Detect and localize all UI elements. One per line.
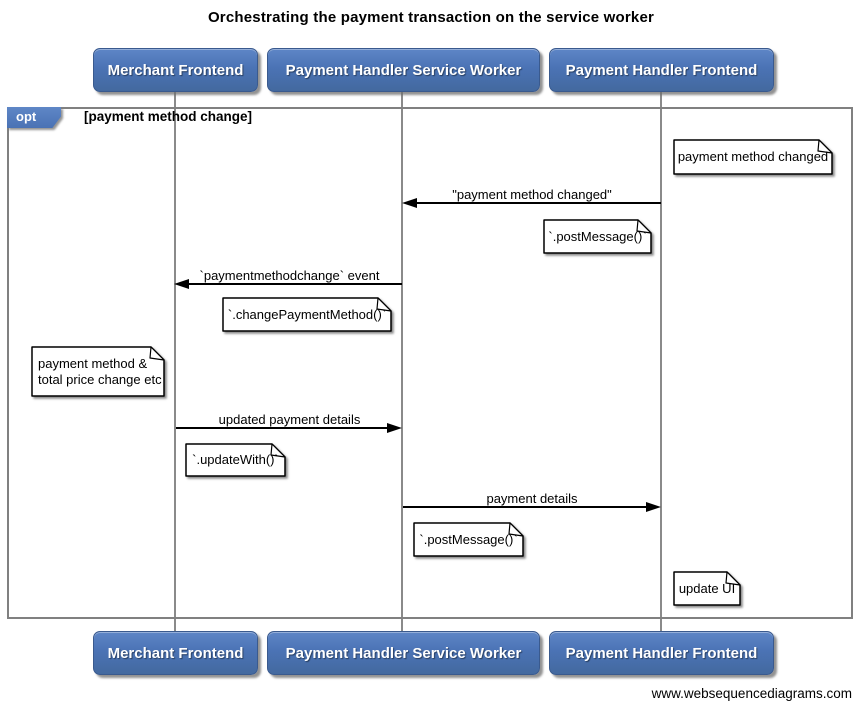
- actor-merchant-frontend-bottom: Merchant Frontend: [93, 631, 258, 675]
- note-post-message-2: `.postMessage()`: [413, 522, 524, 557]
- note-text-line1: payment method &: [38, 355, 148, 371]
- actor-payment-handler-service-worker-bottom: Payment Handler Service Worker: [267, 631, 540, 675]
- actor-label: Merchant Frontend: [107, 644, 244, 662]
- note-shape: [673, 571, 741, 606]
- message-label-payment-details: payment details: [486, 491, 578, 506]
- lifeline-payment-handler-service-worker: [401, 92, 403, 631]
- actor-label: Payment Handler Frontend: [565, 644, 758, 662]
- note-text: update UI: [678, 580, 736, 596]
- note-text: payment method changed: [677, 149, 829, 164]
- message-line-updated-payment-details: [176, 427, 388, 429]
- opt-frame-condition: [payment method change]: [84, 109, 253, 124]
- note-text: `.changePaymentMethod()`: [227, 306, 387, 322]
- actor-merchant-frontend-top: Merchant Frontend: [93, 48, 258, 92]
- opt-frame: [7, 107, 853, 619]
- note-shape: [31, 346, 165, 397]
- note-text: `.updateWith()`: [192, 452, 279, 467]
- arrowhead-right-icon: [387, 423, 402, 433]
- note-payment-method-changed: payment method changed: [673, 139, 833, 175]
- message-line-paymentmethodchange-event: [188, 283, 402, 285]
- lifeline-merchant-frontend: [174, 92, 176, 631]
- note-shape: [222, 297, 392, 332]
- message-label-updated-payment-details: updated payment details: [218, 412, 361, 427]
- arrowhead-left-icon: [174, 279, 189, 289]
- lifeline-payment-handler-frontend: [660, 92, 662, 631]
- note-shape: [413, 522, 524, 557]
- actor-label: Merchant Frontend: [107, 61, 244, 79]
- actor-payment-handler-frontend-top: Payment Handler Frontend: [549, 48, 774, 92]
- note-post-message-1: `.postMessage()`: [543, 219, 652, 254]
- note-text-line2: total price change etc: [38, 371, 162, 387]
- opt-frame-tab: opt: [7, 107, 61, 128]
- note-update-with: `.updateWith()`: [185, 443, 286, 477]
- note-text: payment method & total price change etc: [31, 346, 165, 397]
- message-label-payment-method-changed: "payment method changed": [452, 187, 612, 202]
- diagram-title: Orchestrating the payment transaction on…: [207, 9, 655, 26]
- actor-payment-handler-frontend-bottom: Payment Handler Frontend: [549, 631, 774, 675]
- watermark: www.websequencediagrams.com: [651, 686, 852, 701]
- opt-frame-label: opt: [7, 107, 61, 128]
- note-shape: [185, 443, 286, 477]
- note-shape: [673, 139, 833, 175]
- arrowhead-right-icon: [646, 502, 661, 512]
- note-text: `.postMessage()`: [419, 531, 518, 547]
- actor-payment-handler-service-worker-top: Payment Handler Service Worker: [267, 48, 540, 92]
- note-payment-method-total-price: payment method & total price change etc: [31, 346, 165, 397]
- note-shape: [543, 219, 652, 254]
- message-label-paymentmethodchange-event: `paymentmethodchange` event: [199, 268, 380, 283]
- actor-label: Payment Handler Service Worker: [285, 644, 522, 662]
- note-change-payment-method: `.changePaymentMethod()`: [222, 297, 392, 332]
- note-update-ui: update UI: [673, 571, 741, 606]
- message-line-payment-details: [403, 506, 647, 508]
- arrowhead-left-icon: [402, 198, 417, 208]
- message-line-payment-method-changed: [416, 202, 661, 204]
- actor-label: Payment Handler Frontend: [565, 61, 758, 79]
- actor-label: Payment Handler Service Worker: [285, 61, 522, 79]
- note-text: `.postMessage()`: [548, 228, 647, 244]
